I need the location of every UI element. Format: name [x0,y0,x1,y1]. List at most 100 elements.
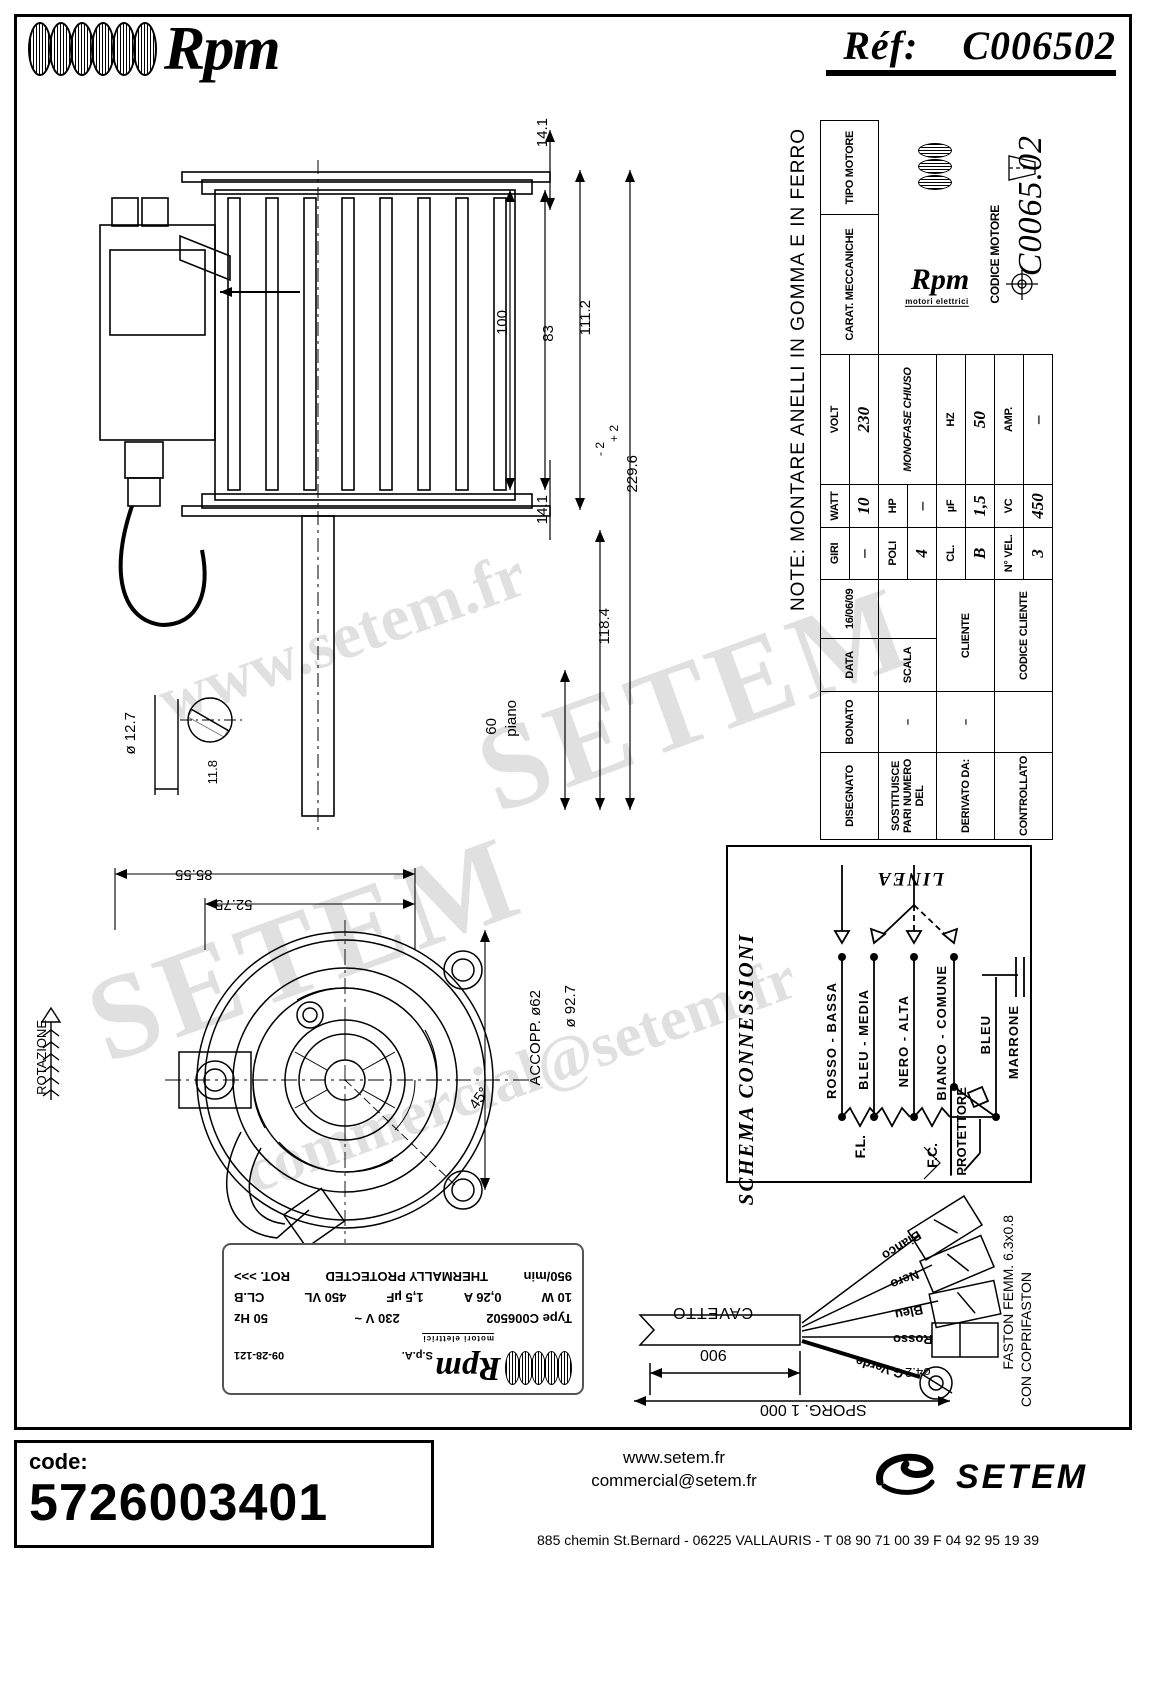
nameplate-type-label: Type [542,1311,572,1326]
cell-codice-cliente-label: CODICE CLIENTE [994,579,1053,692]
nameplate-logo: Rpm S.p.A. [402,1349,572,1387]
assembly-note-text: NOTE: MONTARE ANELLI IN GOMMA E IN FERRO [788,128,809,612]
cell-hp-label: HP [878,484,908,528]
cell-hz-value: 50 [965,354,995,485]
nameplate-vc: 450 VL [304,1290,347,1305]
dim-85-55: 85.55 [175,866,213,883]
nameplate-watt: 10 W [541,1290,572,1305]
schema-label-bleu: BLEU [978,1015,993,1055]
cell-carat-meccaniche: CARAT. MECCANICHE [820,214,879,355]
dim-52-75: 52.75 [215,896,253,913]
nameplate-rpm: 950/min [523,1269,572,1284]
nameplate-type-value: C006502 [486,1311,539,1326]
cell-poli-value: 4 [907,527,937,580]
codice-motore-label: CODICE MOTORE [988,205,1002,304]
faston-note-line1: FASTON FEMM. 6.3x0.8 [1000,1215,1016,1370]
nameplate-thermal: THERMALLY PROTECTED [325,1269,489,1284]
dim-111-2: 111.2 [577,300,594,336]
cell-cliente-label: CLIENTE [936,579,995,692]
brand-name: Rpm [164,15,281,83]
cell-derivato-value: – [936,691,995,753]
dim-14-1-bottom: 14.1 [534,495,551,525]
footer: code: 5726003401 www.setem.fr commercial… [14,1440,1132,1668]
motor-side-view [99,160,551,830]
cell-controllato-label: CONTROLLATO [994,752,1053,840]
nameplate-brand-sub: motori elettrici [422,1333,494,1343]
motor-symbol-icon [995,215,1053,354]
ref-underline [826,70,1116,76]
cell-uf-label: µF [936,484,966,528]
cell-hp-value: – [907,484,937,528]
cell-vc-value: 450 [1023,484,1053,528]
ref-value: C006502 [962,23,1116,68]
schema-wire-bianco: BIANCO - COMUNE [934,965,949,1101]
cell-scala-label: SCALA [878,638,937,692]
label-cavetto: CAVETTO [672,1304,754,1321]
schema-label-protettore: PROTETTORE [950,1087,969,1176]
rpm-logo: Rpm [28,15,281,83]
cell-data-label: DATA [820,638,879,692]
dim-60: 60 [483,718,500,735]
cell-rpm-coils [879,121,995,215]
wiring-schematic-box: SCHEMA CONNESSIONI LINEA ROSSO - BASSA B… [726,845,1032,1205]
nameplate-brand-row: Rpm S.p.A. 09-28-121 [234,1349,572,1387]
cell-watt-label: WATT [820,484,850,528]
cell-controllato-value [994,691,1053,753]
shaft-section-detail [154,695,245,795]
frustum-symbol-icon [1008,154,1036,181]
schema-title: SCHEMA CONNESSIONI [734,933,758,1206]
setem-logo: SETEM [872,1446,1122,1502]
code-value: 5726003401 [29,1474,329,1532]
dim-tolerance: + 2 - 2 [593,425,621,456]
code-box: code: 5726003401 [14,1440,434,1548]
nameplate-row-elec: 10 W 0,26 A 1,5 µF 450 VL CL.B [234,1290,572,1305]
reference-block: Réf: C006502 [826,22,1116,76]
cell-hz-label: HZ [936,354,966,485]
tol-plus: + 2 [607,425,621,443]
dim-11-8: 11.8 [205,760,220,785]
label-rotazione: ROTAZIONE [34,1020,49,1095]
cell-rpm-brand: Rpm motori elettrici [879,215,995,354]
lead-label-rosso: Rosso [893,1332,933,1347]
nameplate-amp: 0,26 A [463,1290,502,1305]
cell-cl-label: CL. [936,527,966,580]
nameplate-cl: CL.B [234,1290,265,1305]
dim-accopp-62: ACCOPP. ø62 [527,990,544,1086]
cell-data-value: 16/06/09 [820,579,879,639]
faston-note-line2: CON COPRIFASTON [1018,1272,1034,1408]
motor-nameplate: Rpm S.p.A. 09-28-121 motori elettrici Ty… [222,1243,584,1395]
nameplate-brand-suffix: S.p.A. [401,1349,433,1361]
nameplate-row-misc: 950/min THERMALLY PROTECTED ROT. >>> [234,1269,572,1284]
cone-symbol-icon [995,121,1053,215]
spec-brand-sub: motori elettrici [904,296,969,307]
specification-table-container: DISEGNATO BONATO DATA 16/06/09 GIRI WATT… [820,120,1053,840]
setem-contact: www.setem.fr commercial@setem.fr [444,1446,904,1492]
cell-amp-value: – [1023,354,1053,485]
nameplate-volt: 230 V ~ [354,1311,400,1326]
cell-disegnato-label: DISEGNATO [820,752,879,840]
cell-tipo-motore-value: MONOFASE CHIUSO [878,354,937,485]
dim-118-4: 118.4 [596,608,613,645]
setem-email[interactable]: commercial@setem.fr [591,1471,757,1490]
codice-motore-block: CODICE MOTORE [988,205,1002,309]
cell-volt-value: 230 [849,354,879,485]
setem-address: 885 chemin St.Bernard - 06225 VALLAURIS … [537,1532,1039,1548]
setem-logo-icon: SETEM [876,1453,1088,1496]
projection-symbol-icon [1006,268,1038,301]
nameplate-brand: Rpm [434,1350,501,1387]
coil-icon [28,22,157,76]
rotation-arrow-icon [40,1006,62,1100]
svg-text:SETEM: SETEM [956,1458,1088,1496]
cell-nvel-label: N° VEL. [994,527,1024,580]
cell-tipo-motore: TIPO MOTORE [820,120,879,215]
nameplate-row-type: Type C006502 230 V ~ 50 Hz [234,1311,572,1326]
specification-table: DISEGNATO BONATO DATA 16/06/09 GIRI WATT… [820,120,1053,840]
cell-cl-value: B [965,527,995,580]
dim-900: 900 [700,1346,727,1363]
schema-linea-label: LINEA [876,868,945,889]
setem-website[interactable]: www.setem.fr [622,1448,726,1467]
nameplate-rot: ROT. >>> [234,1269,290,1284]
ref-label: Réf: [843,23,919,68]
cell-sostituisce-value: – [878,691,937,753]
dim-12-7: ø 12.7 [122,712,139,755]
